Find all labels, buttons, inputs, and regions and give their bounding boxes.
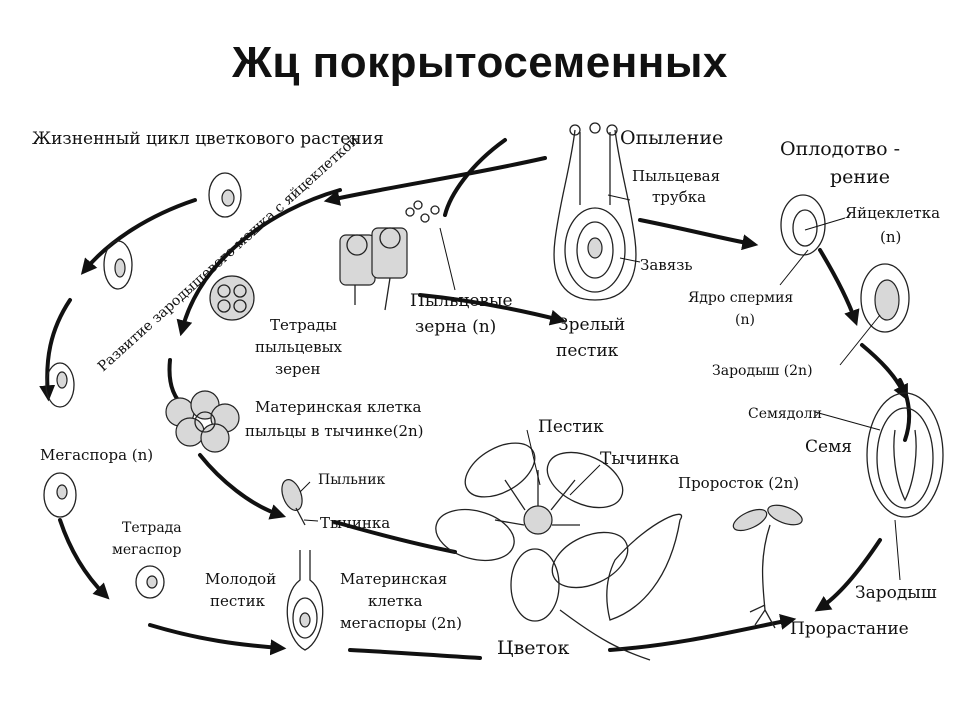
label-seed: Семя bbox=[805, 437, 852, 457]
label-mature-pistil-2: пестик bbox=[556, 341, 619, 361]
label-megaspore-mother-2: клетка bbox=[368, 592, 422, 610]
label-pollen-grains-1: Пыльцевые bbox=[410, 291, 513, 311]
anther-mother-cell-illustration bbox=[165, 390, 240, 453]
label-fertilization-1: Оплодотво - bbox=[780, 138, 900, 160]
label-anther-mother-1: Материнская клетка bbox=[255, 398, 421, 416]
label-megaspore-mother-1: Материнская bbox=[340, 570, 447, 588]
label-pollination: Опыление bbox=[620, 127, 723, 149]
ovule-stages-illustration bbox=[43, 172, 242, 599]
label-germination: Прорастание bbox=[790, 619, 909, 639]
label-embryo: Зародыш bbox=[855, 583, 937, 603]
slide-title: Жц покрытосеменных bbox=[232, 38, 728, 87]
young-pistil-illustration bbox=[286, 550, 324, 651]
pollen-tetrads-illustration bbox=[209, 275, 255, 321]
label-egg-cell-2: (n) bbox=[880, 228, 901, 246]
label-egg-cell-1: Яйцеклетка bbox=[845, 204, 940, 222]
label-fertilization-2: рение bbox=[830, 166, 890, 188]
label-young-pistil-2: пестик bbox=[210, 592, 266, 610]
label-young-pistil-1: Молодой bbox=[205, 570, 276, 588]
label-anther-mother-2: пыльцы в тычинке(2n) bbox=[245, 422, 424, 440]
flower-illustration bbox=[435, 442, 683, 661]
label-anther: Пыльник bbox=[318, 472, 386, 488]
label-sperm-nucleus-2: (n) bbox=[735, 312, 755, 328]
label-pollen-tube-1: Пыльцевая bbox=[632, 167, 720, 185]
label-embryo-2n: Зародыш (2n) bbox=[712, 363, 813, 379]
label-sprout: Проросток (2n) bbox=[678, 474, 799, 492]
label-pollen-tetrads-2: пыльцевых bbox=[255, 338, 343, 356]
label-megaspore-tetrad-1: Тетрада bbox=[122, 520, 182, 536]
pollination-pistil-illustration bbox=[553, 122, 637, 301]
label-pollen-tetrads-3: зерен bbox=[275, 360, 321, 378]
label-megaspore-tetrad-2: мегаспор bbox=[112, 542, 181, 558]
diagram-labels: Жизненный цикл цветкового растения Разви… bbox=[32, 127, 940, 659]
cycle-heading: Жизненный цикл цветкового растения bbox=[32, 129, 384, 149]
pollen-grains-illustration bbox=[339, 200, 440, 311]
cycle-arrows bbox=[39, 138, 912, 660]
fertilization-ovule-illustration bbox=[780, 194, 910, 333]
label-stamen-top: Тычинка bbox=[600, 449, 680, 469]
label-ovary: Завязь bbox=[640, 256, 693, 274]
label-mature-pistil-1: Зрелый bbox=[558, 315, 625, 335]
label-megaspore: Мегаспора (n) bbox=[40, 446, 153, 464]
label-pollen-grains-2: зерна (n) bbox=[415, 317, 496, 337]
label-sperm-nucleus-1: Ядро спермия bbox=[688, 290, 793, 306]
label-stamen: Тычинка bbox=[320, 514, 390, 532]
leader-lines bbox=[299, 194, 901, 581]
label-pistil: Пестик bbox=[538, 417, 604, 437]
seed-illustration bbox=[866, 392, 944, 518]
label-pollen-tube-2: трубка bbox=[652, 188, 706, 206]
label-cotyledons: Семядоли bbox=[748, 406, 822, 422]
anther-stamen-illustration bbox=[281, 479, 306, 526]
label-flower: Цветок bbox=[497, 637, 569, 659]
label-megaspore-mother-3: мегаспоры (2n) bbox=[340, 614, 462, 632]
sprout-illustration bbox=[732, 504, 803, 629]
label-pollen-tetrads-1: Тетрады bbox=[270, 316, 337, 334]
